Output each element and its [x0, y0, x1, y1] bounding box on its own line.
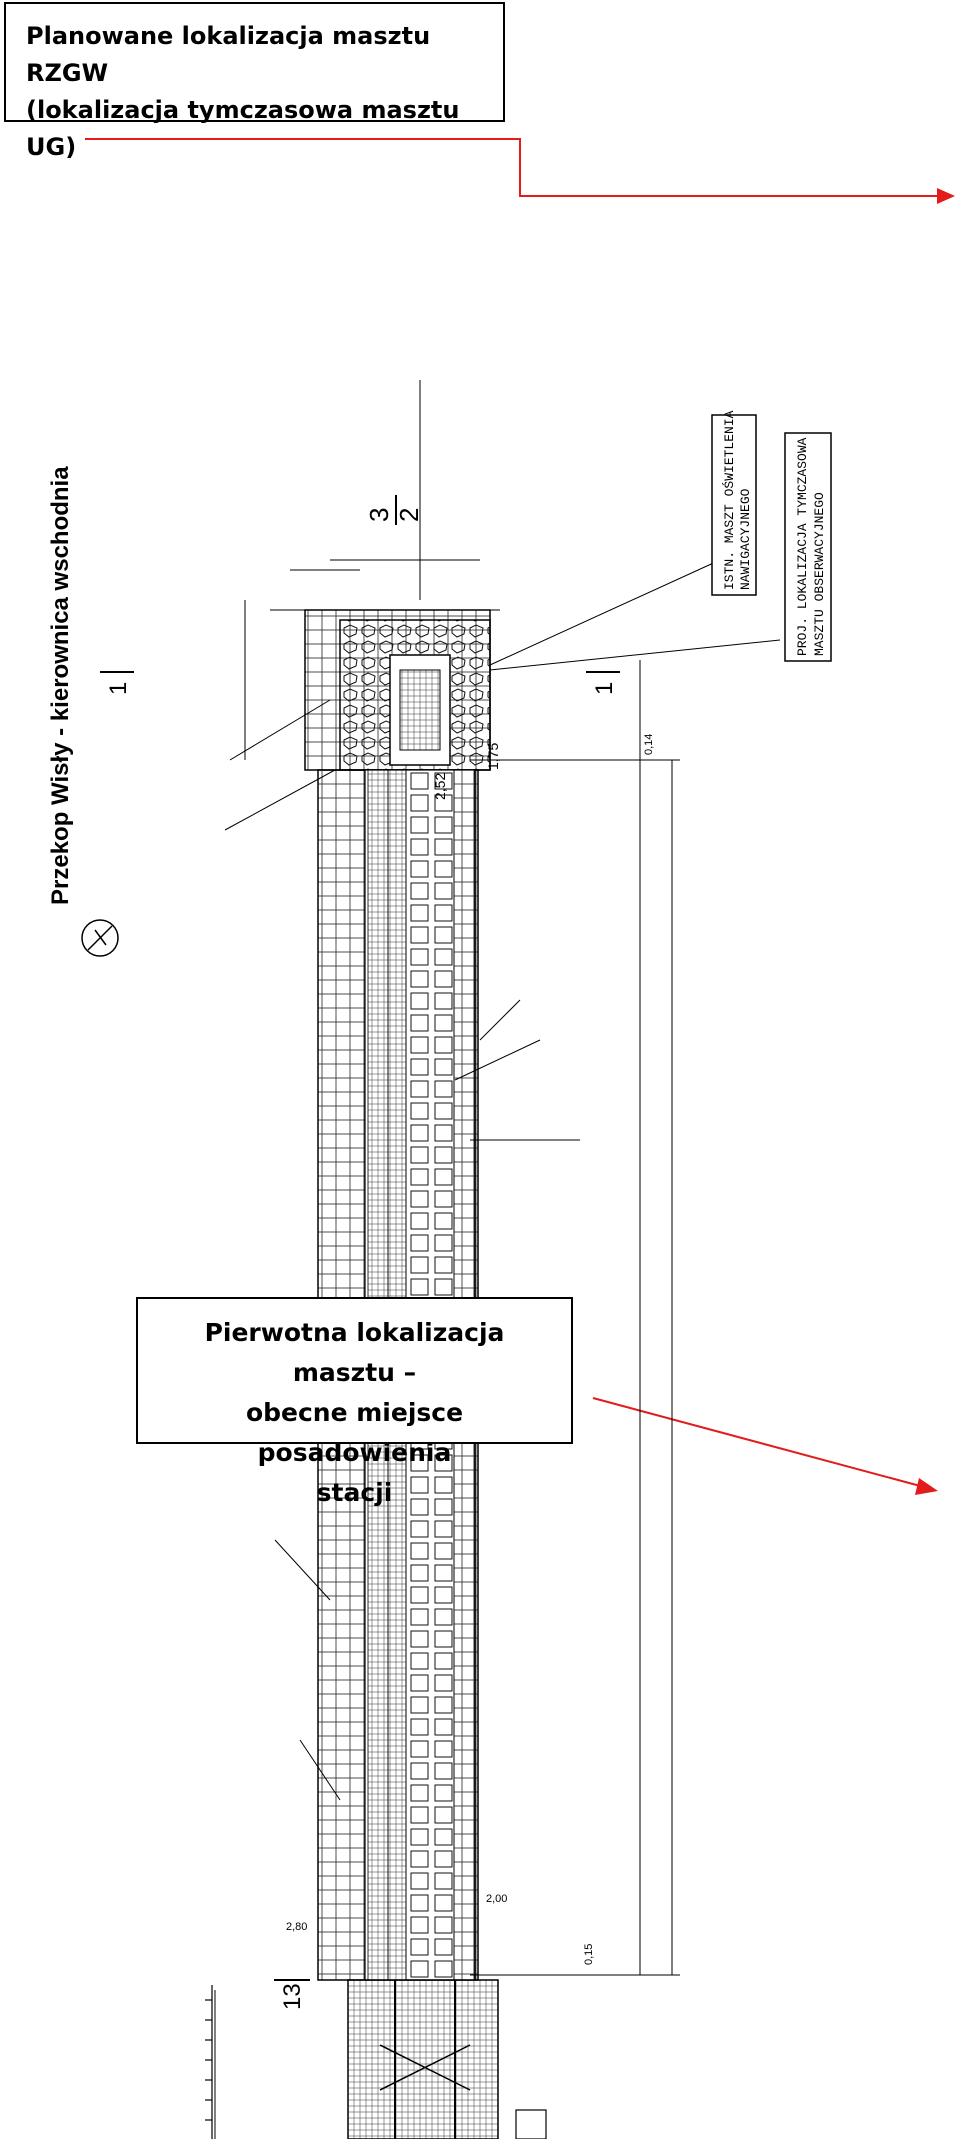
- dim-label: 2,52: [432, 773, 448, 800]
- mast-existing-label-1: ISTN. MASZT OŚWIETLENIA: [722, 410, 737, 590]
- callout-original-location: Pierwotna lokalizacja masztu – obecne mi…: [136, 1297, 573, 1507]
- marker-13: 13: [279, 1983, 306, 2010]
- drawing-title: Przekop Wisły - kierownica wschodnia: [47, 466, 74, 905]
- callout-mid-line1: Pierwotna lokalizacja masztu –: [204, 1318, 505, 1387]
- callout-mid-line2: obecne miejsce posadowienia: [245, 1398, 464, 1467]
- dim-label: 2,80: [286, 1921, 307, 1933]
- mast-temp-label-1: PROJ. LOKALIZACJA TYMCZASOWA: [795, 437, 810, 656]
- dim-label: 1,75: [485, 743, 501, 770]
- dim-label: 0,14: [643, 734, 655, 755]
- callout-top-line2: (lokalizacja tymczasowa masztu UG): [26, 96, 460, 161]
- arrow-mid-head: [915, 1478, 938, 1495]
- mast-existing-box: [711, 414, 757, 596]
- ruler: [205, 1985, 213, 2139]
- mast-temp-label-2: MASZTU OBSERWACYJNEGO: [812, 492, 827, 656]
- dim-label: 2,00: [486, 1893, 507, 1905]
- marker-1b: 1: [591, 682, 618, 695]
- mast-existing-label-2: NAWIGACYJNEGO: [738, 488, 753, 590]
- arrow-top: [85, 138, 940, 197]
- dimension-lines: [214, 380, 781, 2139]
- callout-planned-location: Planowane lokalizacja masztu RZGW (lokal…: [4, 2, 505, 161]
- dim-label: 0,15: [583, 1944, 595, 1965]
- svg-text:3: 3: [364, 508, 394, 522]
- mast-temp-box: [784, 432, 832, 662]
- marker-1a: 1: [105, 682, 132, 695]
- arrow-top-head: [937, 188, 955, 204]
- section-marker: 3 2: [364, 495, 424, 525]
- svg-text:2: 2: [394, 508, 424, 522]
- callout-top-line1: Planowane lokalizacja masztu RZGW: [26, 22, 431, 87]
- bottom-box: [515, 2109, 547, 2139]
- callout-mid-line3: stacji: [316, 1478, 393, 1507]
- arrow-mid: [592, 1397, 925, 1488]
- north-arrow-icon: [81, 919, 119, 957]
